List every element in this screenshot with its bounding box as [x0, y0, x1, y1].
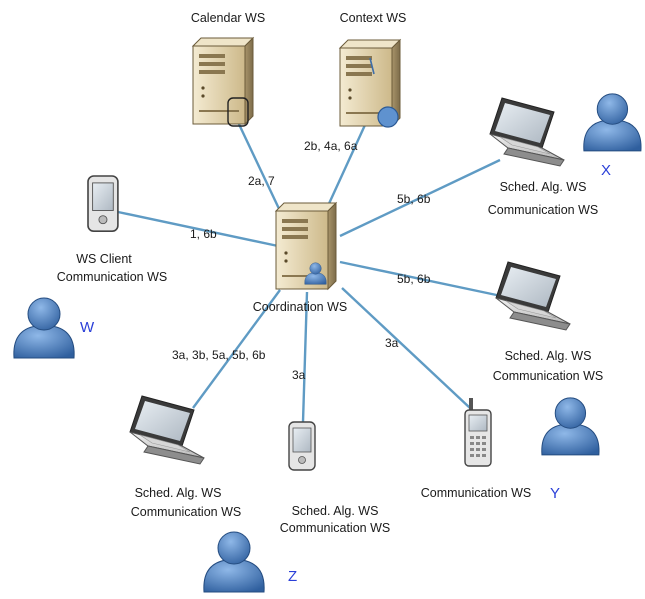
ws-client-label-line1: WS Client — [76, 252, 132, 266]
edge-label-ws-client: 1, 6b — [190, 227, 217, 241]
link-phone — [341, 287, 471, 409]
connections — [117, 119, 507, 423]
edge-label-laptop-mid-right: 5b, 6b — [397, 272, 431, 286]
edge-label-context: 2b, 4a, 6a — [304, 139, 358, 153]
laptop-bottom-left-label-line1: Sched. Alg. WS — [135, 486, 222, 500]
laptop-bottom-left-label-line2: Communication WS — [131, 505, 241, 519]
globe-icon — [377, 106, 399, 128]
edge-label-laptop-bottom-left: 3a, 3b, 5a, 5b, 6b — [172, 348, 266, 362]
context-server: Context WS — [339, 11, 407, 128]
context-ws-label: Context WS — [340, 11, 407, 25]
user-icon — [203, 531, 265, 593]
pda-icon — [288, 421, 316, 471]
link-laptop-bottom-left — [192, 289, 281, 409]
link-laptop-top-right — [339, 158, 501, 238]
user-icon — [541, 397, 600, 456]
phone-device: Communication WS — [421, 397, 531, 500]
user-x-label: X — [601, 162, 611, 179]
user-z-label: Z — [288, 568, 297, 585]
edge-label-laptop-top-right: 5b, 6b — [397, 192, 431, 206]
link-laptop-mid-right — [339, 260, 507, 299]
pda-bottom-label-line2: Communication WS — [280, 521, 390, 535]
user-icon — [583, 93, 642, 152]
user-y: Y — [541, 397, 600, 502]
laptop-mid-right: Sched. Alg. WS Communication WS — [493, 261, 603, 383]
user-z: Z — [203, 531, 297, 593]
user-x: X — [583, 93, 642, 179]
ws-client-device: WS Client Communication WS — [57, 175, 167, 284]
user-y-label: Y — [550, 485, 560, 502]
user-w: W — [13, 297, 95, 359]
server-icon — [192, 37, 254, 125]
laptop-bottom-left: Sched. Alg. WS Communication WS — [129, 395, 241, 519]
phone-label: Communication WS — [421, 486, 531, 500]
calendar-ws-label: Calendar WS — [191, 11, 265, 25]
laptop-mid-right-label-line1: Sched. Alg. WS — [505, 349, 592, 363]
edge-label-calendar: 2a, 7 — [248, 174, 275, 188]
edge-label-phone: 3a — [385, 336, 399, 350]
link-ws-client — [117, 210, 279, 248]
pda-bottom-label-line1: Sched. Alg. WS — [292, 504, 379, 518]
edge-labels: 2a, 7 2b, 4a, 6a 1, 6b 5b, 6b 5b, 6b 3a … — [172, 139, 431, 382]
link-pda-bottom — [301, 291, 309, 423]
laptop-top-right: Sched. Alg. WS Communication WS — [488, 97, 598, 217]
user-icon — [13, 297, 75, 359]
coordination-server: Coordination WS — [253, 202, 348, 314]
user-w-label: W — [80, 319, 95, 336]
pda-icon — [87, 175, 119, 233]
laptop-top-right-label-line1: Sched. Alg. WS — [500, 180, 587, 194]
server-icon — [275, 202, 337, 290]
laptop-icon — [489, 97, 565, 167]
ws-client-label-line2: Communication WS — [57, 270, 167, 284]
edge-label-pda-bottom: 3a — [292, 368, 306, 382]
laptop-mid-right-label-line2: Communication WS — [493, 369, 603, 383]
laptop-icon — [495, 261, 571, 331]
coordination-ws-label: Coordination WS — [253, 300, 348, 314]
pda-bottom: Sched. Alg. WS Communication WS — [280, 421, 390, 535]
laptop-top-right-label-line2: Communication WS — [488, 203, 598, 217]
calendar-badge-icon — [227, 97, 249, 127]
calendar-server: Calendar WS — [191, 11, 265, 127]
